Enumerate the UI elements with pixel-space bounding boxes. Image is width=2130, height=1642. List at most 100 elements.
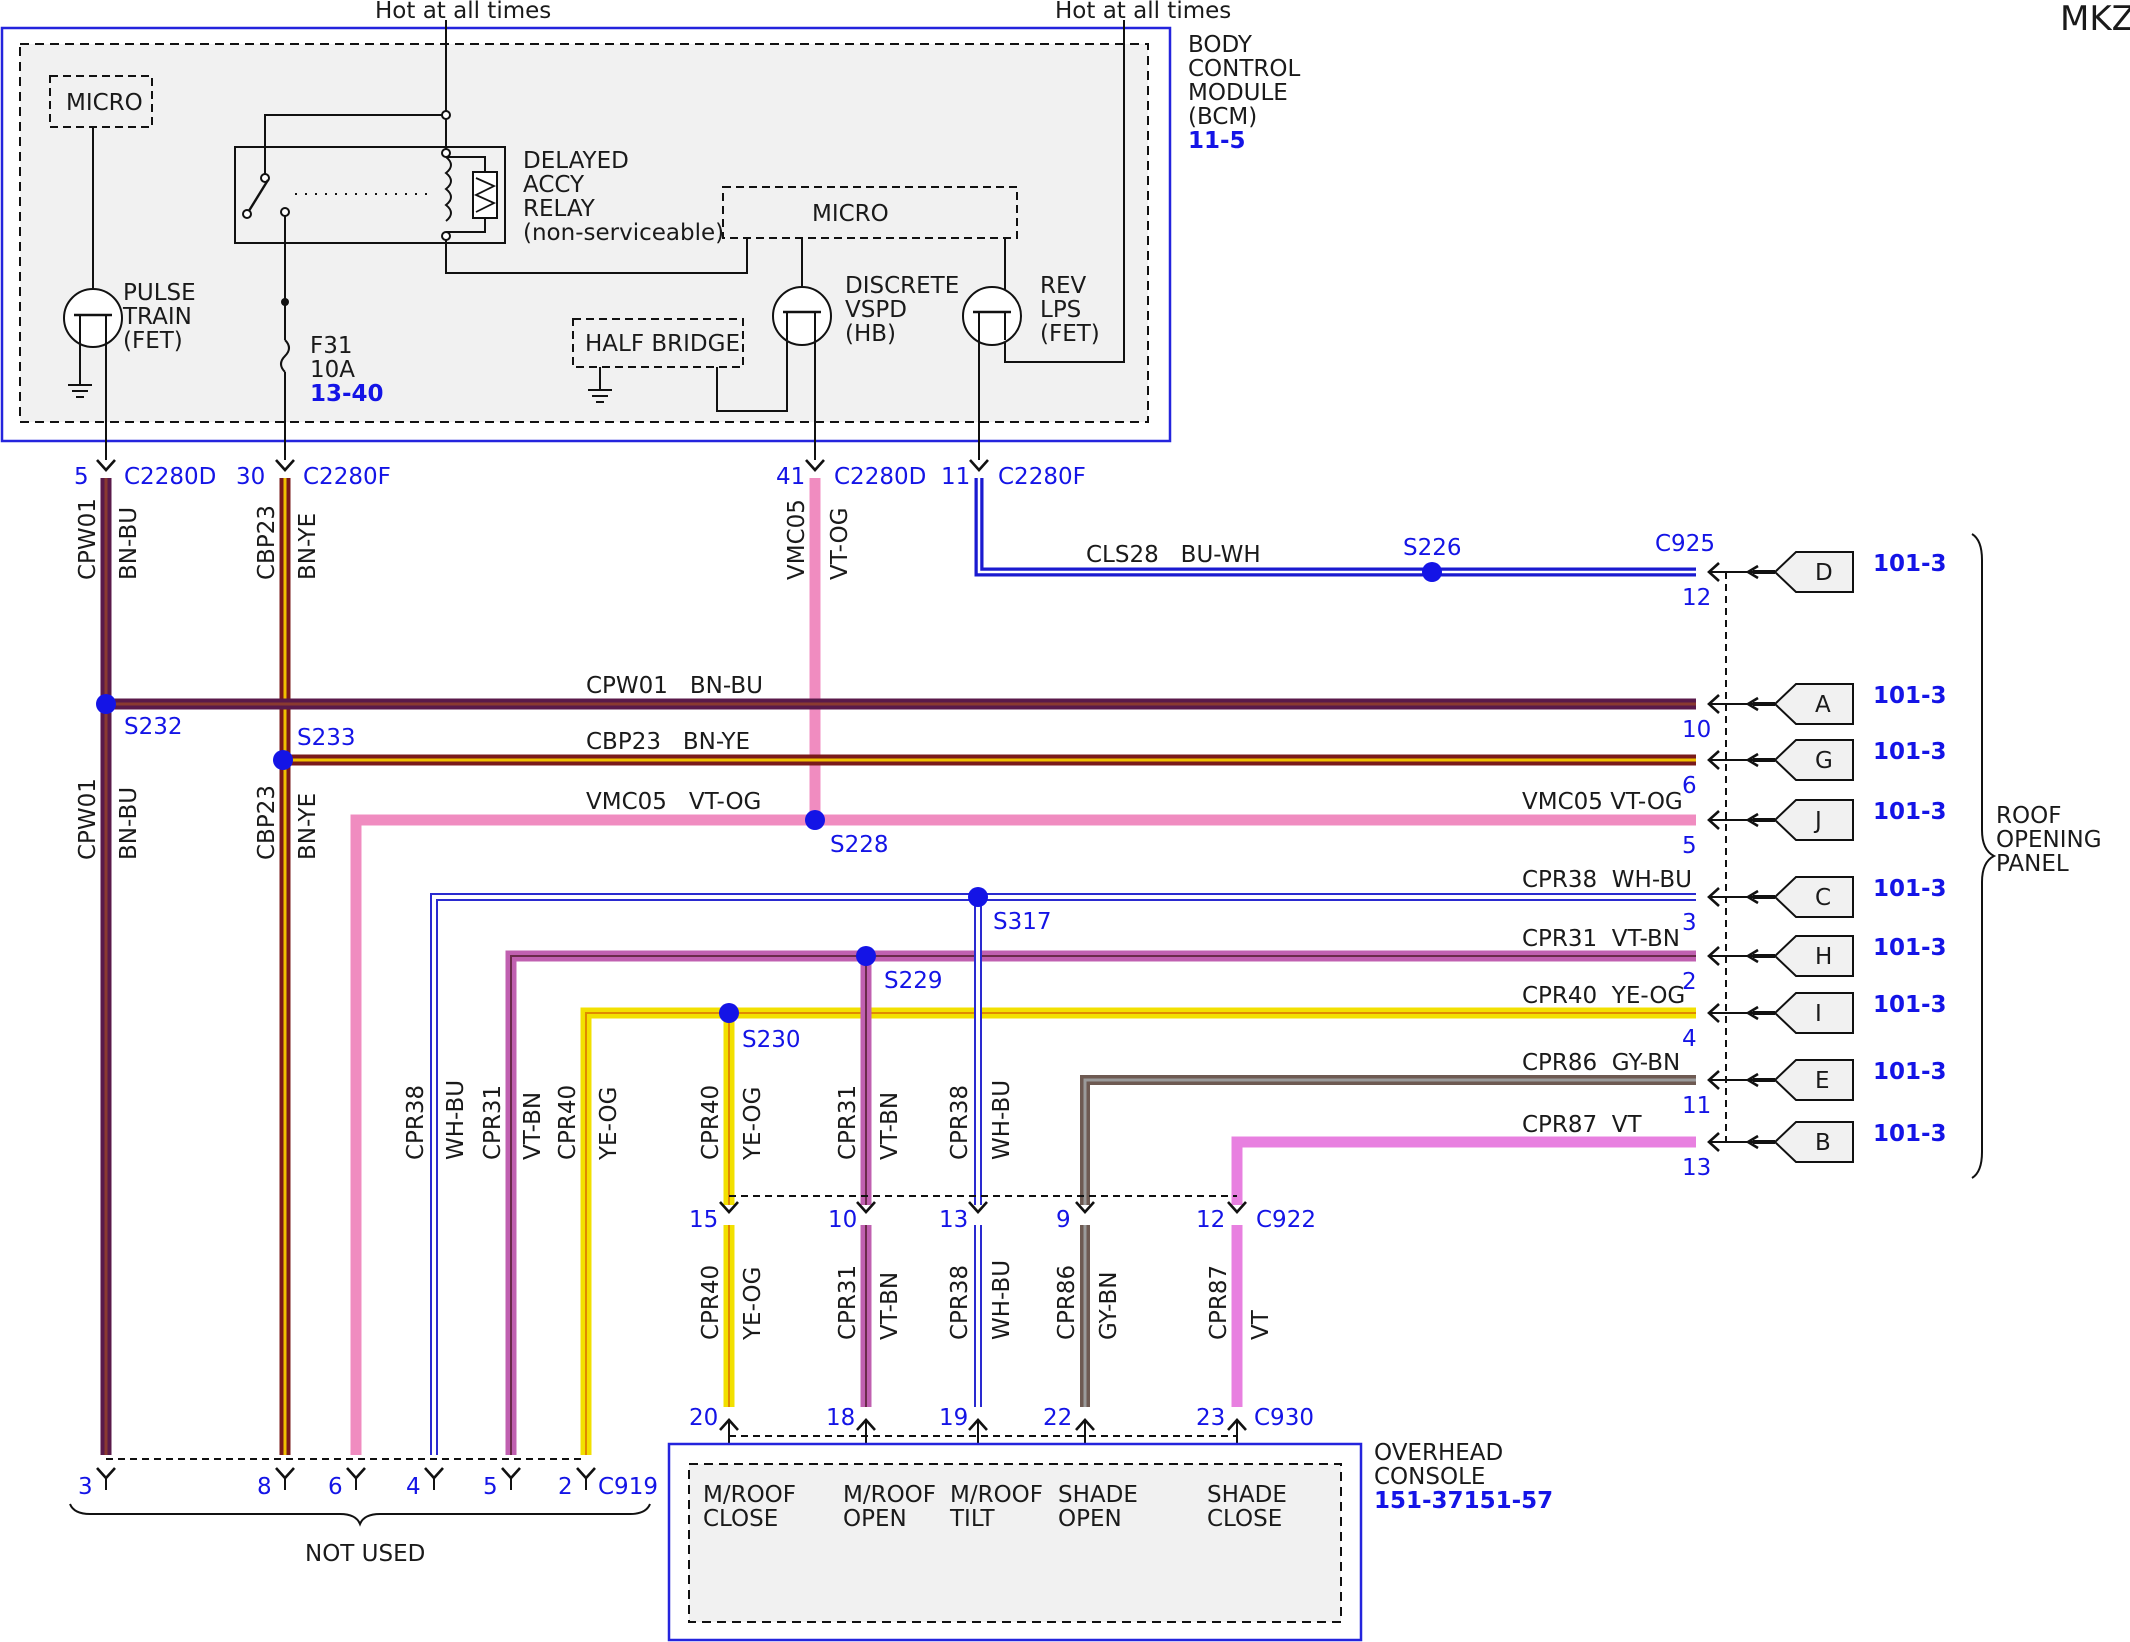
roof-ref-link[interactable]: 101-3 xyxy=(1873,739,1947,765)
bcm-pin-30: 30 xyxy=(236,464,265,490)
svg-text:CPR87: CPR87 xyxy=(1206,1265,1232,1340)
svg-text:VT-OG: VT-OG xyxy=(827,507,853,580)
roof-pin-tag xyxy=(1773,1121,1854,1163)
connector-c919: 3 8 6 4 5 2 C919 NOT USED xyxy=(69,1458,658,1567)
svg-text:CPR38: CPR38 xyxy=(947,1265,973,1340)
c919-pin-3: 3 xyxy=(78,1474,93,1500)
svg-text:VT: VT xyxy=(1248,1309,1274,1340)
c925-pointer-outer xyxy=(1745,948,1759,964)
roof-ref-link[interactable]: 101-3 xyxy=(1873,992,1947,1018)
pulse-train-label: PULSE TRAIN (FET) xyxy=(122,280,203,354)
roof-ref-link[interactable]: 101-3 xyxy=(1873,1059,1947,1085)
splice-s232 xyxy=(96,694,116,714)
connector-c922: 15 10 13 9 12 C922 xyxy=(689,1195,1316,1233)
roof-ref-link[interactable]: 101-3 xyxy=(1873,935,1947,961)
bcm-conn-c2280f-b: C2280F xyxy=(998,464,1086,490)
c919-label: C919 xyxy=(598,1474,658,1500)
c919-pin-4: 4 xyxy=(406,1474,421,1500)
roof-pin-letter-e: E xyxy=(1815,1068,1830,1094)
c922-pin-15: 15 xyxy=(689,1207,718,1233)
overhead-func-shade-close: SHADE CLOSE xyxy=(1207,1482,1294,1532)
splice-s233-label: S233 xyxy=(297,725,356,751)
roof-pin-tag xyxy=(1773,683,1854,725)
c919-pin-5: 5 xyxy=(483,1474,498,1500)
splice-s317-label: S317 xyxy=(993,909,1052,935)
svg-text:CPR31: CPR31 xyxy=(835,1265,861,1340)
wire-cpr31-label: CPR31 VT-BN xyxy=(1522,926,1680,952)
body-control-module: MICRO MICRO PULSE TRAIN (FET) F31 10A 13… xyxy=(0,20,1308,460)
roof-pin-tag xyxy=(1773,876,1854,918)
roof-opening-panel: ROOF OPENING PANEL xyxy=(1971,533,2102,1179)
splice-s229-label: S229 xyxy=(884,968,943,994)
c930-pin-20: 20 xyxy=(689,1405,718,1431)
overhead-console: M/ROOF CLOSE M/ROOF OPEN M/ROOF TILT SHA… xyxy=(667,1440,1553,1642)
fuse-f31-label: F31 10A xyxy=(310,333,360,383)
svg-text:BN-YE: BN-YE xyxy=(295,513,321,580)
c919-pin-6: 6 xyxy=(328,1474,343,1500)
wire-cpr87-label: CPR87 VT xyxy=(1522,1112,1643,1138)
c930-pin-18: 18 xyxy=(826,1405,855,1431)
hot-label-left: Hot at all times xyxy=(375,0,551,24)
c922-label: C922 xyxy=(1256,1207,1316,1233)
svg-text:VT-BN: VT-BN xyxy=(877,1272,903,1340)
bcm-ref-link[interactable]: 11-5 xyxy=(1188,128,1246,154)
splices: S226 S232 S233 S228 S317 S229 S230 xyxy=(96,535,1462,1053)
c925-pointer-outer xyxy=(1745,812,1759,828)
splice-s230-label: S230 xyxy=(742,1027,801,1053)
roof-pin-letter-g: G xyxy=(1815,748,1833,774)
roof-ref-link[interactable]: 101-3 xyxy=(1873,1121,1947,1147)
wire-cpr86-label: CPR86 GY-BN xyxy=(1522,1050,1680,1076)
overhead-func-mroof-tilt: M/ROOF TILT xyxy=(949,1482,1050,1532)
overhead-func-mroof-close: M/ROOF CLOSE xyxy=(703,1482,803,1532)
overhead-func-mroof-open: M/ROOF OPEN xyxy=(843,1482,943,1532)
bcm-micro-right-label: MICRO xyxy=(812,201,889,227)
wire-vmc05-label: VMC05 VT-OG xyxy=(586,789,761,815)
svg-text:CPR40: CPR40 xyxy=(698,1265,724,1340)
splice-s226 xyxy=(1422,562,1442,582)
splice-s228 xyxy=(805,810,825,830)
svg-text:CPR86: CPR86 xyxy=(1054,1265,1080,1340)
c925-pin-10: 10 xyxy=(1682,717,1711,743)
overhead-ref-link[interactable]: 151-37151-57 xyxy=(1374,1488,1553,1514)
bcm-micro-left-label: MICRO xyxy=(66,90,143,116)
roof-ref-link[interactable]: 101-3 xyxy=(1873,683,1947,709)
c930-pin-23: 23 xyxy=(1196,1405,1225,1431)
splice-s232-label: S232 xyxy=(124,714,183,740)
roof-pin-letter-c: C xyxy=(1815,885,1831,911)
splice-s233 xyxy=(273,750,293,770)
c930-label: C930 xyxy=(1254,1405,1314,1431)
vertical-wire-labels: CPW01 BN-BU CBP23 BN-YE VMC05 VT-OG CPW0… xyxy=(75,498,1274,1341)
c925-pin-13: 13 xyxy=(1682,1155,1711,1181)
rev-lps-label: REV LPS (FET) xyxy=(1040,273,1100,347)
roof-pin-tag xyxy=(1773,1059,1854,1101)
vehicle-label: MKZ xyxy=(2060,0,2130,39)
c925-pointer-outer xyxy=(1745,1134,1759,1150)
wire-vmc05-right-label: VMC05 VT-OG xyxy=(1522,789,1683,815)
roof-connector-c925: C925 xyxy=(1655,531,1727,1142)
c925-label: C925 xyxy=(1655,531,1715,557)
c925-pin-2: 2 xyxy=(1682,969,1697,995)
wire-cbp23-label: CBP23 BN-YE xyxy=(586,729,750,755)
c925-pointer-outer xyxy=(1745,564,1759,580)
wire-cpr38-label: CPR38 WH-BU xyxy=(1522,867,1692,893)
svg-text:CPW01: CPW01 xyxy=(75,778,101,860)
roof-pin-tag xyxy=(1773,935,1854,977)
c919-pin-8: 8 xyxy=(257,1474,272,1500)
c922-pin-9: 9 xyxy=(1056,1207,1071,1233)
c925-pointer-outer xyxy=(1745,696,1759,712)
c925-pointer-outer xyxy=(1745,1072,1759,1088)
roof-ref-link[interactable]: 101-3 xyxy=(1873,876,1947,902)
fuse-ref-link[interactable]: 13-40 xyxy=(310,381,384,407)
c925-pin-4: 4 xyxy=(1682,1026,1697,1052)
wire-cpr40-label: CPR40 YE-OG xyxy=(1522,983,1685,1009)
roof-pin-tag xyxy=(1773,739,1854,781)
c919-pin-2: 2 xyxy=(558,1474,573,1500)
svg-text:CPR31: CPR31 xyxy=(480,1085,506,1160)
roof-ref-link[interactable]: 101-3 xyxy=(1873,551,1947,577)
roof-ref-link[interactable]: 101-3 xyxy=(1873,799,1947,825)
c922-pin-12: 12 xyxy=(1196,1207,1225,1233)
svg-text:GY-BN: GY-BN xyxy=(1096,1272,1122,1340)
c930-pin-19: 19 xyxy=(939,1405,968,1431)
splice-s226-label: S226 xyxy=(1403,535,1462,561)
bcm-name-label: BODY CONTROL MODULE (BCM) xyxy=(1188,32,1308,130)
